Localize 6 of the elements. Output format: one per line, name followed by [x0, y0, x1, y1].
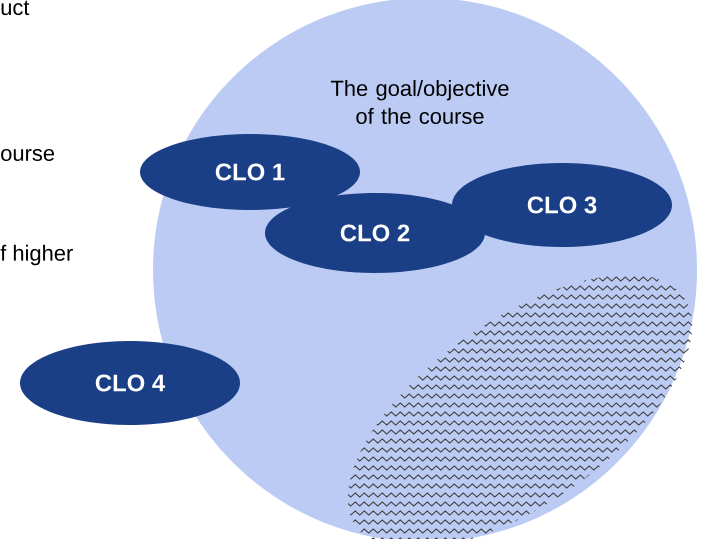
text-fragment: f higher — [0, 244, 73, 266]
text-fragment: ourse — [1, 148, 54, 161]
text-fragment: uct — [2, 0, 30, 16]
node-label: CLO 3 — [528, 196, 596, 214]
node-label: CLO 2 — [340, 224, 410, 242]
hatched-ellipse — [348, 276, 692, 539]
